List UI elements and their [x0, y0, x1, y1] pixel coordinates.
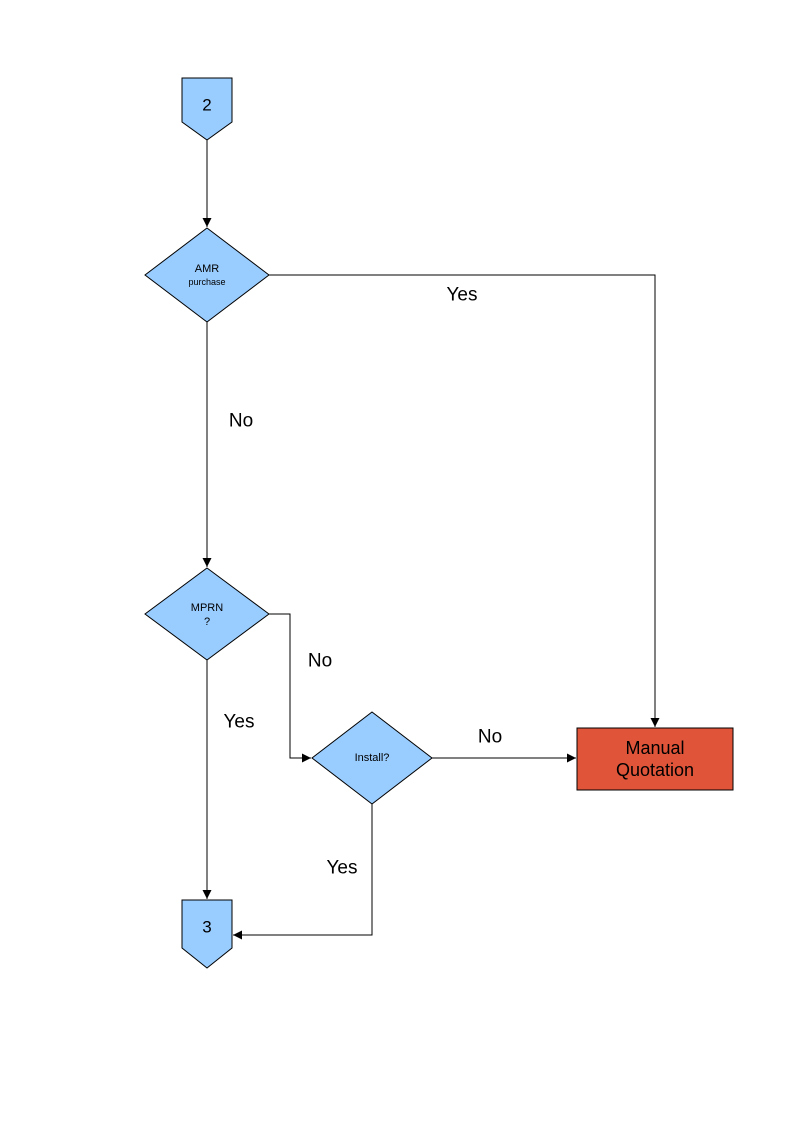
edge-label-install-yes: Yes — [326, 857, 358, 879]
amr-purchase-decision-shape — [144, 227, 270, 323]
amr-decision-label-line2: purchase — [188, 277, 226, 288]
mprn-decision-shape — [144, 567, 270, 661]
offpage-connector-2-shape — [181, 77, 233, 141]
edge-label-mprn-yes: Yes — [223, 711, 255, 733]
install-decision-shape — [311, 711, 433, 805]
offpage-connector-2-label: 2 — [202, 95, 212, 115]
mprn-decision-label-line2: ? — [203, 615, 211, 628]
edge-mprn-no-to-install — [269, 613, 311, 763]
manual-quotation-label-line1: Manual — [625, 738, 685, 758]
amr-decision-label-line1: AMR — [194, 262, 220, 275]
edge-amr-yes-to-manual — [269, 274, 660, 727]
install-decision-label: Install? — [354, 751, 390, 764]
edge-label-mprn-no: No — [307, 650, 333, 672]
offpage-connector-3-label: 3 — [202, 917, 212, 937]
manual-quotation-box-shape — [576, 727, 734, 791]
edge-install-yes-to-connector3 — [233, 804, 373, 940]
offpage-connector-3-shape — [181, 899, 233, 969]
edge-label-amr-no: No — [228, 410, 254, 432]
manual-quotation-label-line2: Quotation — [615, 760, 695, 780]
mprn-decision-label-line1: MPRN — [190, 601, 224, 614]
edge-label-install-no: No — [477, 726, 503, 748]
edge-label-amr-yes: Yes — [446, 284, 478, 306]
